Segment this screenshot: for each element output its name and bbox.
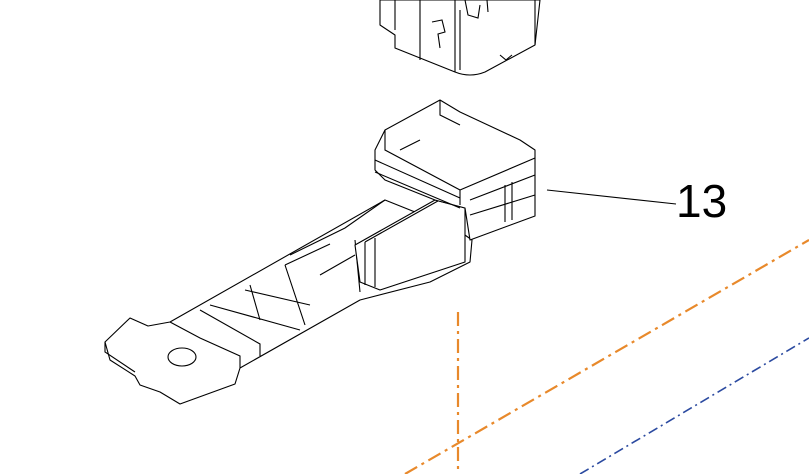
orange-centerline-diagonal [404, 239, 809, 474]
part-13-connector-assembly [104, 99, 536, 405]
callout-13-leader [546, 189, 677, 205]
upper-assembly [379, 0, 541, 76]
callout-13-label: 13 [676, 175, 728, 227]
blue-centerline-diagonal [579, 337, 809, 474]
